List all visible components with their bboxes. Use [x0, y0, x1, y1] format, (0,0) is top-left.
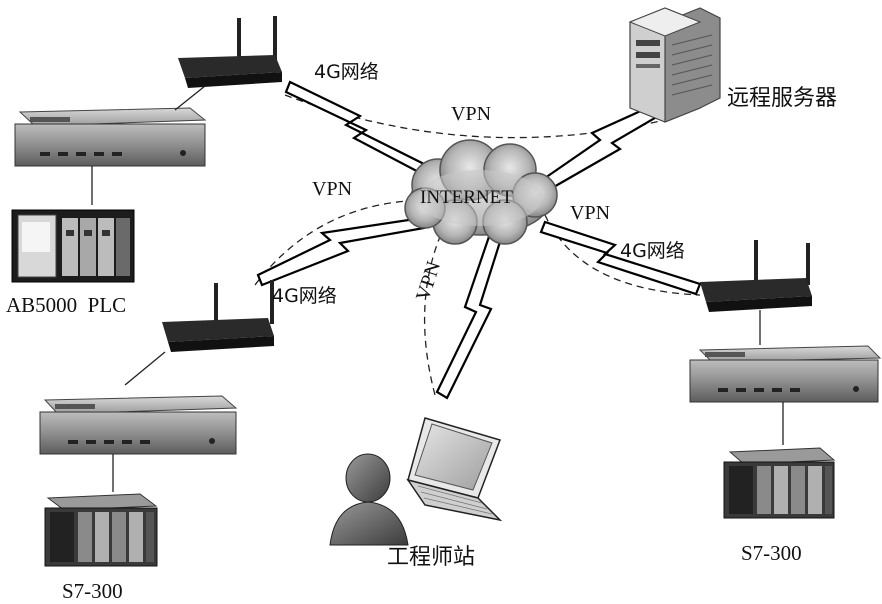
- internet-cloud: [404, 139, 558, 245]
- plc-ab5000-icon: [11, 209, 135, 283]
- vpn-tunnel-right: [544, 214, 701, 296]
- router-top-icon: [178, 16, 282, 88]
- engineer-person-icon: [329, 453, 409, 546]
- lightning-link-bottom: [435, 220, 507, 400]
- gateway-top-left-icon: [14, 107, 207, 167]
- label-internet: INTERNET: [420, 187, 513, 208]
- label-4g-right: 4G网络: [620, 240, 685, 262]
- labels: 远程服务器 INTERNET VPN VPN VPN VPN 4G网络 4G网络…: [6, 61, 837, 603]
- lightning-link-left: [256, 216, 426, 287]
- lightning-link-right: [539, 220, 702, 296]
- vpn-tunnel-left: [254, 199, 431, 286]
- plc-s7-300-right-icon: [723, 447, 836, 519]
- label-engineer-station: 工程师站: [387, 545, 475, 570]
- connector-router-top-gateway: [174, 85, 206, 111]
- label-vpn-top: VPN: [451, 103, 491, 125]
- label-vpn-right: VPN: [570, 202, 610, 224]
- wireless-links: [256, 80, 702, 400]
- router-right-icon: [700, 240, 812, 312]
- plc-s7-300-left-icon: [44, 493, 158, 567]
- vpn-tunnel-bottom: [423, 224, 446, 396]
- label-s7-300-right: S7-300: [741, 541, 802, 565]
- laptop-icon: [406, 417, 503, 522]
- label-s7-300-left: S7-300: [62, 579, 123, 603]
- label-4g-top: 4G网络: [314, 61, 379, 83]
- connector-router-left-gateway: [124, 351, 166, 386]
- remote-server-icon: [628, 7, 721, 123]
- label-plc-ab5000: AB5000 PLC: [6, 293, 126, 317]
- router-left-icon: [162, 280, 274, 352]
- label-vpn-left: VPN: [312, 178, 352, 200]
- gateway-right-icon: [689, 345, 882, 403]
- label-4g-left: 4G网络: [272, 285, 337, 307]
- label-remote-server: 远程服务器: [727, 86, 837, 111]
- gateway-left-icon: [39, 395, 238, 455]
- label-vpn-bottom: VPN: [412, 259, 445, 304]
